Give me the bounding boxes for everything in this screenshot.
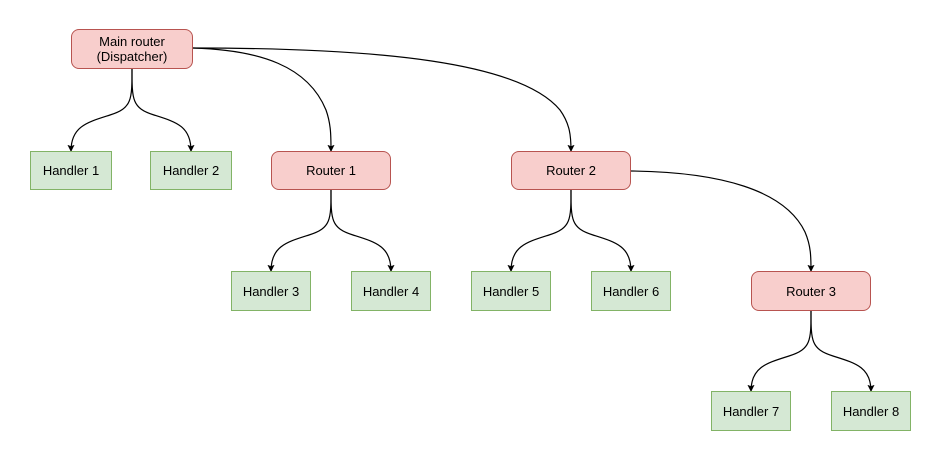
node-router-1[interactable]: Router 1	[271, 151, 391, 190]
node-label-handler-1: Handler 1	[42, 163, 100, 178]
edge-main-to-router-1	[192, 47, 335, 152]
edge-router-3-to-handler-7	[747, 310, 812, 392]
node-label-handler-7: Handler 7	[722, 403, 780, 419]
node-handler-6[interactable]: Handler 6	[591, 271, 671, 311]
node-label-handler-4: Handler 4	[362, 283, 420, 299]
node-main-router[interactable]: Main router (Dispatcher)	[71, 29, 193, 69]
node-handler-4[interactable]: Handler 4	[351, 271, 431, 311]
node-label-router-1: Router 1	[306, 163, 356, 178]
node-handler-1[interactable]: Handler 1	[30, 151, 112, 190]
node-label-main-router: Main router (Dispatcher)	[96, 34, 168, 64]
edges-group	[67, 47, 875, 392]
node-handler-7[interactable]: Handler 7	[711, 391, 791, 431]
edge-router-1-to-handler-3	[267, 189, 332, 272]
node-handler-8[interactable]: Handler 8	[831, 391, 911, 431]
edge-main-to-handler-2	[131, 68, 195, 152]
edge-router-1-to-handler-4	[330, 189, 395, 272]
node-label-handler-8: Handler 8	[842, 403, 900, 419]
edge-router-2-to-router-3	[630, 170, 815, 272]
node-label-handler-2: Handler 2	[162, 163, 220, 178]
edge-router-3-to-handler-8	[810, 310, 875, 392]
node-label-router-2: Router 2	[546, 163, 596, 178]
edge-router-2-to-handler-5	[507, 189, 572, 272]
node-label-handler-5: Handler 5	[482, 283, 540, 299]
edge-main-to-handler-1	[67, 68, 133, 152]
edge-main-to-router-2	[192, 47, 575, 152]
node-handler-3[interactable]: Handler 3	[231, 271, 311, 311]
node-label-router-3: Router 3	[786, 283, 836, 299]
node-router-3[interactable]: Router 3	[751, 271, 871, 311]
node-label-handler-6: Handler 6	[602, 283, 660, 299]
node-router-2[interactable]: Router 2	[511, 151, 631, 190]
edge-router-2-to-handler-6	[570, 189, 635, 272]
node-handler-2[interactable]: Handler 2	[150, 151, 232, 190]
node-handler-5[interactable]: Handler 5	[471, 271, 551, 311]
node-label-handler-3: Handler 3	[242, 283, 300, 299]
